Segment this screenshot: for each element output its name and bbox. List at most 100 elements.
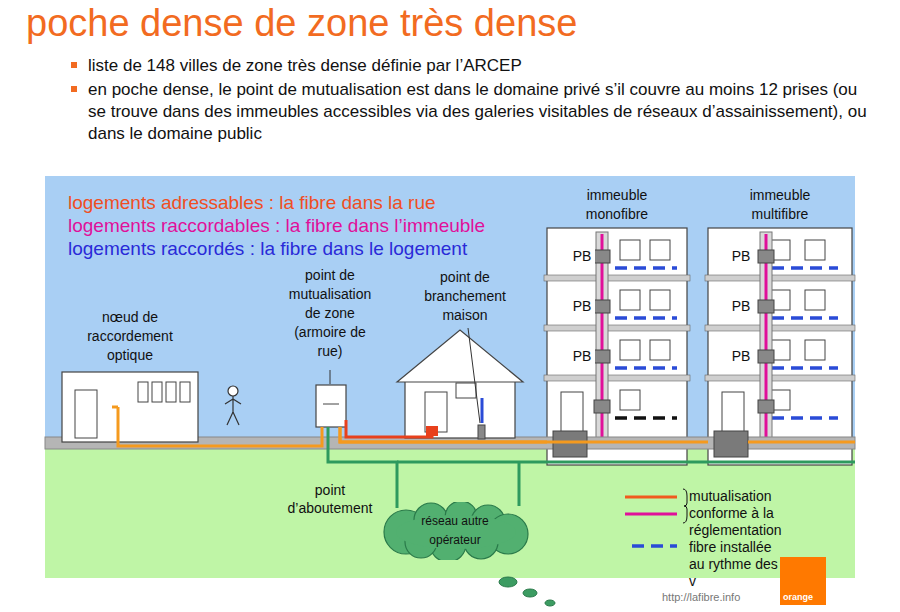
leader-line [330,370,331,384]
house-entry [426,426,438,436]
brace [683,489,687,523]
window [650,290,670,310]
window [805,340,825,360]
logo-text: orange [783,592,825,603]
operator-fibre [397,462,855,506]
bullet [71,86,77,92]
building-wall [708,228,852,465]
pb-box [594,350,610,363]
fibre-dash [615,366,677,370]
house-drop [346,420,432,437]
floor-slab [544,375,690,381]
cloud-shape [376,502,534,560]
legend-sample [625,513,677,516]
house-roof [397,330,523,382]
fibre-dash [615,266,677,270]
node-label: nœud de raccordement optique [80,308,180,365]
fibre-dash [772,416,838,420]
house-fibre [481,398,484,423]
window [620,290,640,310]
pb-box: PB [728,347,754,365]
floor-slab [705,375,855,381]
fibre-dash [615,416,677,420]
window [152,382,162,402]
manhole [714,431,748,457]
street-fibre [748,441,855,444]
window [805,290,825,310]
thought-bubble [499,577,517,587]
fibre-link [118,427,322,446]
window [620,390,640,410]
pb-label: PB [569,347,595,365]
sky [45,176,855,437]
pb-label: PB [569,247,595,265]
fibre-dash [772,316,838,320]
bullet-text: en poche dense, le point de mutualisatio… [88,79,878,145]
pb-box: PB [569,297,595,315]
pb-box [594,300,610,313]
window [650,240,670,260]
bullet [71,62,77,68]
node-label: immeuble multifibre [735,186,825,224]
window [620,340,640,360]
window [456,383,476,398]
pb-box: PB [728,297,754,315]
manhole [553,431,587,457]
node-label: immeuble monofibre [572,186,662,224]
nro-fibre [117,407,120,442]
leader-line [468,328,480,423]
house-pb [478,425,485,439]
cabinet-mark [323,404,339,405]
legend-sample [632,544,677,548]
house-wall [405,380,515,438]
title: poche dense de zone très dense [26,2,577,45]
fibre-dash [615,316,677,320]
fibre-link [340,427,547,442]
door [722,392,744,437]
bullet-text: liste de 148 villes de zone très dense d… [88,55,878,77]
window [166,382,176,402]
thought-bubble [523,589,537,597]
nro-building [62,372,198,442]
pb-box: PB [569,347,595,365]
floor-slab [705,325,855,331]
legend-sample [625,496,677,499]
legend-text: mutualisation conforme à la réglementati… [689,488,809,539]
street-cabinet-node: point de mutualisation de zone (armoire … [282,266,378,427]
window [805,240,825,260]
nro-building: nœud de raccordement optique [62,308,198,442]
street-cabinet [316,385,346,427]
building-node: immeuble monofibrePB PB PB [547,186,687,465]
fibre-dash [772,366,838,370]
legend-text: fibre installée au rythme des v [689,539,781,590]
pb-label: PB [728,347,754,365]
floor-slab [544,325,690,331]
pb-label: PB [728,247,754,265]
fibre-dash [772,266,838,270]
person [225,386,241,425]
pb-box [758,400,774,413]
building-node: immeuble multifibrePB PB PB [708,186,852,465]
legend-caption: logements adressables : la fibre dans la… [68,191,588,214]
door [561,392,583,437]
window [650,340,670,360]
node-label: réseau autre opérateur [405,512,505,550]
pb-label: PB [569,297,595,315]
cloud: réseau autre opérateur [376,502,534,560]
window [180,382,190,402]
window [620,240,640,260]
logo [780,557,826,605]
callout-label: point de branchement maison [415,268,515,325]
pb-label: PB [728,297,754,315]
legend-caption: logements raccordables : la fibre dans l… [68,214,588,237]
floor-slab [544,275,690,281]
door [75,390,97,438]
node-label: point de mutualisation de zone (armoire … [282,266,378,361]
callout-label: point d’aboutement [282,481,378,517]
floor-slab [705,275,855,281]
pb-box [758,350,774,363]
pb-box: PB [569,247,595,265]
legend-caption: logements raccordés : la fibre dans le l… [68,237,588,260]
pb-box [758,250,774,263]
